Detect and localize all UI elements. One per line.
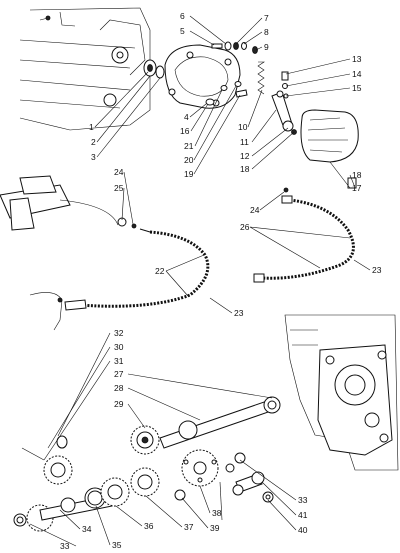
callout-23b: 23 — [372, 265, 382, 275]
callout-30: 30 — [114, 342, 124, 352]
callout-25: 25 — [114, 183, 124, 193]
gear-cluster-lower-left — [13, 435, 113, 532]
callout-23a: 23 — [234, 308, 244, 318]
callout-33a: 33 — [298, 495, 308, 505]
callout-2: 2 — [91, 137, 96, 147]
gear-29 — [130, 425, 160, 455]
callout-6: 6 — [180, 11, 185, 21]
callout-12: 12 — [240, 151, 250, 161]
callout-33b: 33 — [60, 541, 70, 551]
callout-10: 10 — [238, 122, 248, 132]
callout-4: 4 — [184, 112, 189, 122]
callout-39: 39 — [210, 523, 220, 533]
callout-7: 7 — [264, 13, 269, 23]
callout-22: 22 — [155, 266, 165, 276]
speedometer-cable-22 — [29, 228, 210, 331]
callout-9: 9 — [264, 42, 269, 52]
callout-36: 36 — [144, 521, 154, 531]
engine-casing-top — [19, 7, 151, 131]
callout-11: 11 — [240, 137, 249, 147]
callout-38: 38 — [212, 508, 222, 518]
callout-32: 32 — [114, 328, 124, 338]
gears-bottom-middle — [84, 449, 219, 509]
callout-26: 26 — [240, 222, 250, 232]
callout-40: 40 — [298, 525, 308, 535]
callout-20: 20 — [184, 155, 194, 165]
speedometer-cable-26 — [253, 187, 355, 283]
callout-18a: 18 — [352, 170, 362, 180]
callout-3: 3 — [91, 152, 96, 162]
callout-27: 27 — [114, 369, 124, 379]
callout-16: 16 — [180, 126, 190, 136]
callout-21: 21 — [184, 141, 194, 151]
handlebar-left — [0, 175, 137, 231]
callout-24a: 24 — [114, 167, 124, 177]
callout-15: 15 — [352, 83, 362, 93]
callout-13: 13 — [352, 54, 362, 64]
callout-41: 41 — [298, 510, 308, 520]
callout-19: 19 — [184, 169, 194, 179]
leader-lines — [29, 15, 371, 547]
gear-shaft-28 — [159, 396, 281, 449]
callout-18b: 18 — [240, 164, 250, 174]
callout-8: 8 — [264, 27, 269, 37]
callout-34: 34 — [82, 524, 92, 534]
callout-labels: 1 2 3 4 5 6 7 8 9 10 11 12 13 14 15 16 1… — [60, 11, 382, 551]
callout-28: 28 — [114, 383, 124, 393]
callout-17: 17 — [352, 183, 362, 193]
callout-24b: 24 — [250, 205, 260, 215]
gearbox-housing — [284, 314, 399, 471]
side-cover-17 — [300, 109, 359, 189]
callout-35: 35 — [112, 540, 122, 550]
callout-37: 37 — [184, 522, 194, 532]
callout-5: 5 — [180, 26, 185, 36]
callout-29: 29 — [114, 399, 124, 409]
parts-bottom-right — [225, 452, 274, 503]
callout-31: 31 — [114, 356, 124, 366]
callout-1: 1 — [89, 122, 94, 132]
callout-14: 14 — [352, 69, 362, 79]
